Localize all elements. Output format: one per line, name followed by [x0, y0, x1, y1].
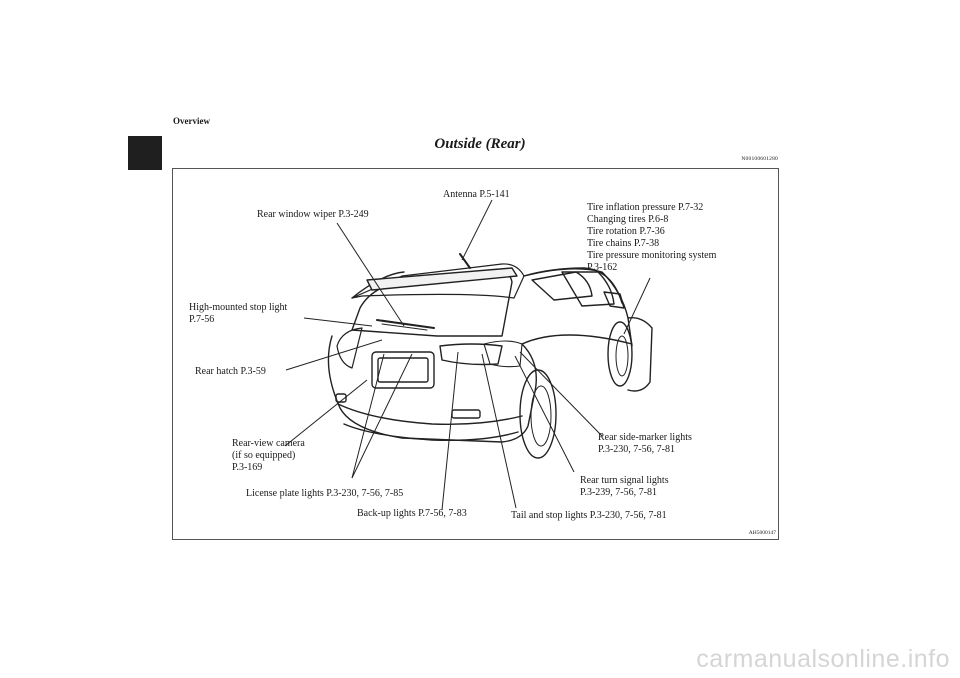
callout-rear-view-camera: Rear-view camera (if so equipped) P.3-16…: [232, 438, 305, 474]
callout-tire-line: Tire inflation pressure P.7-32: [587, 202, 704, 213]
callout-turn-line: P.3-239, 7-56, 7-81: [580, 487, 657, 498]
callout-camera-line: (if so equipped): [232, 450, 296, 461]
callout-marker-line: P.3-230, 7-56, 7-81: [598, 444, 675, 455]
figure-frame: [172, 168, 779, 540]
callout-high-mounted-stop-light: High-mounted stop light P.7-56: [189, 302, 287, 326]
callout-stop-light-line: P.7-56: [189, 314, 215, 325]
callout-rear-window-wiper: Rear window wiper P.3-249: [257, 209, 369, 220]
callout-tire-line: Tire pressure monitoring system: [587, 250, 717, 261]
callout-tire-line: P.3-162: [587, 262, 618, 273]
callout-tire-line: Tire chains P.7-38: [587, 238, 660, 249]
section-label: Overview: [173, 116, 210, 126]
callout-rear-side-marker-lights: Rear side-marker lights P.3-230, 7-56, 7…: [598, 432, 692, 456]
callout-stop-light-line: High-mounted stop light: [189, 302, 288, 313]
callout-rear-turn-signal-lights: Rear turn signal lights P.3-239, 7-56, 7…: [580, 475, 669, 499]
callout-marker-line: Rear side-marker lights: [598, 432, 692, 443]
callout-camera-line: Rear-view camera: [232, 438, 305, 449]
section-tab-marker: [128, 136, 162, 170]
page-title: Outside (Rear): [434, 136, 526, 152]
callout-rear-hatch: Rear hatch P.3-59: [195, 366, 266, 377]
callout-license-plate-lights: License plate lights P.3-230, 7-56, 7-85: [246, 488, 404, 499]
callout-tire-info: Tire inflation pressure P.7-32 Changing …: [587, 202, 716, 274]
car-rear-illustration: [284, 199, 653, 511]
callout-tire-line: Changing tires P.6-8: [587, 214, 669, 225]
callout-tail-stop-lights: Tail and stop lights P.3-230, 7-56, 7-81: [511, 510, 667, 521]
callout-back-up-lights: Back-up lights P.7-56, 7-83: [357, 508, 467, 519]
callout-tire-line: Tire rotation P.7-36: [587, 226, 665, 237]
callout-camera-line: P.3-169: [232, 462, 263, 473]
figure-code: AH5000147: [748, 530, 776, 536]
watermark: carmanualsonline.info: [696, 645, 950, 673]
callout-antenna: Antenna P.5-141: [443, 189, 510, 200]
document-code: N00100601280: [741, 156, 778, 162]
callout-turn-line: Rear turn signal lights: [580, 475, 669, 486]
